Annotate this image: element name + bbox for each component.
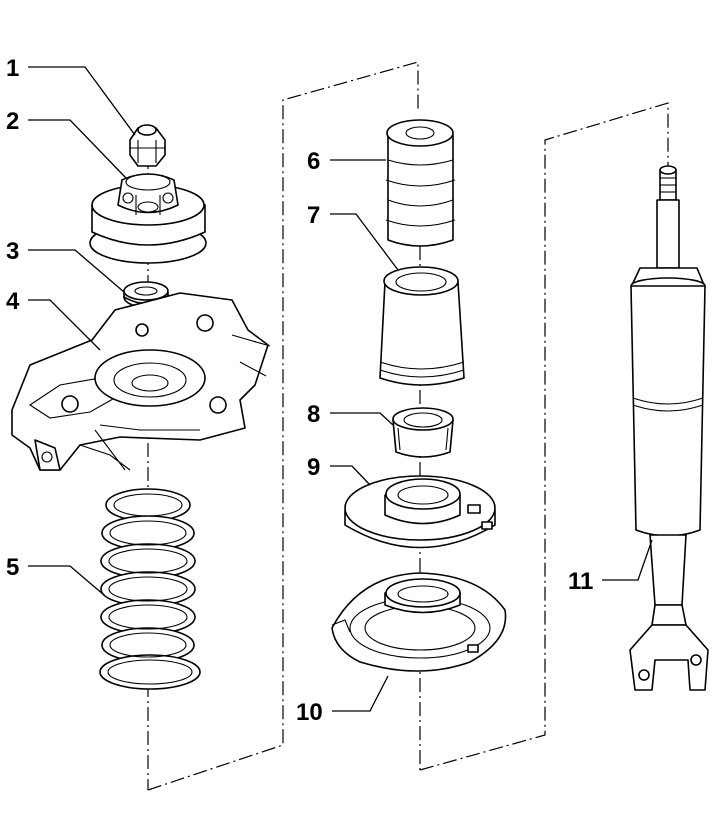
part-9-spring-seat: [344, 475, 496, 549]
part-1-nut: [129, 124, 166, 167]
callout-11: 11: [568, 568, 593, 595]
callout-5: 5: [6, 554, 19, 581]
callout-10: 10: [296, 699, 323, 726]
callout-3: 3: [6, 238, 19, 265]
part-6-bump-stop: [385, 119, 456, 247]
part-11-shock-absorber: [629, 165, 709, 691]
part-2-strut-mount: [89, 173, 207, 264]
callout-7: 7: [307, 202, 320, 229]
callout-4: 4: [6, 288, 20, 315]
part-5-coil-spring: [99, 488, 201, 690]
part-8-bushing: [392, 407, 454, 458]
part-10-spring-pad: [331, 572, 507, 672]
callout-1: 1: [6, 55, 19, 82]
callout-6: 6: [307, 148, 320, 175]
part-4-mounting-plate: [11, 292, 271, 471]
leader-lines: [28, 66, 653, 712]
callout-2: 2: [6, 108, 19, 135]
callout-9: 9: [307, 454, 320, 481]
part-7-dust-boot: [379, 266, 465, 386]
callouts: 1 2 3 4 5 6 7 8 9 10 11: [6, 55, 593, 726]
callout-8: 8: [307, 401, 320, 428]
